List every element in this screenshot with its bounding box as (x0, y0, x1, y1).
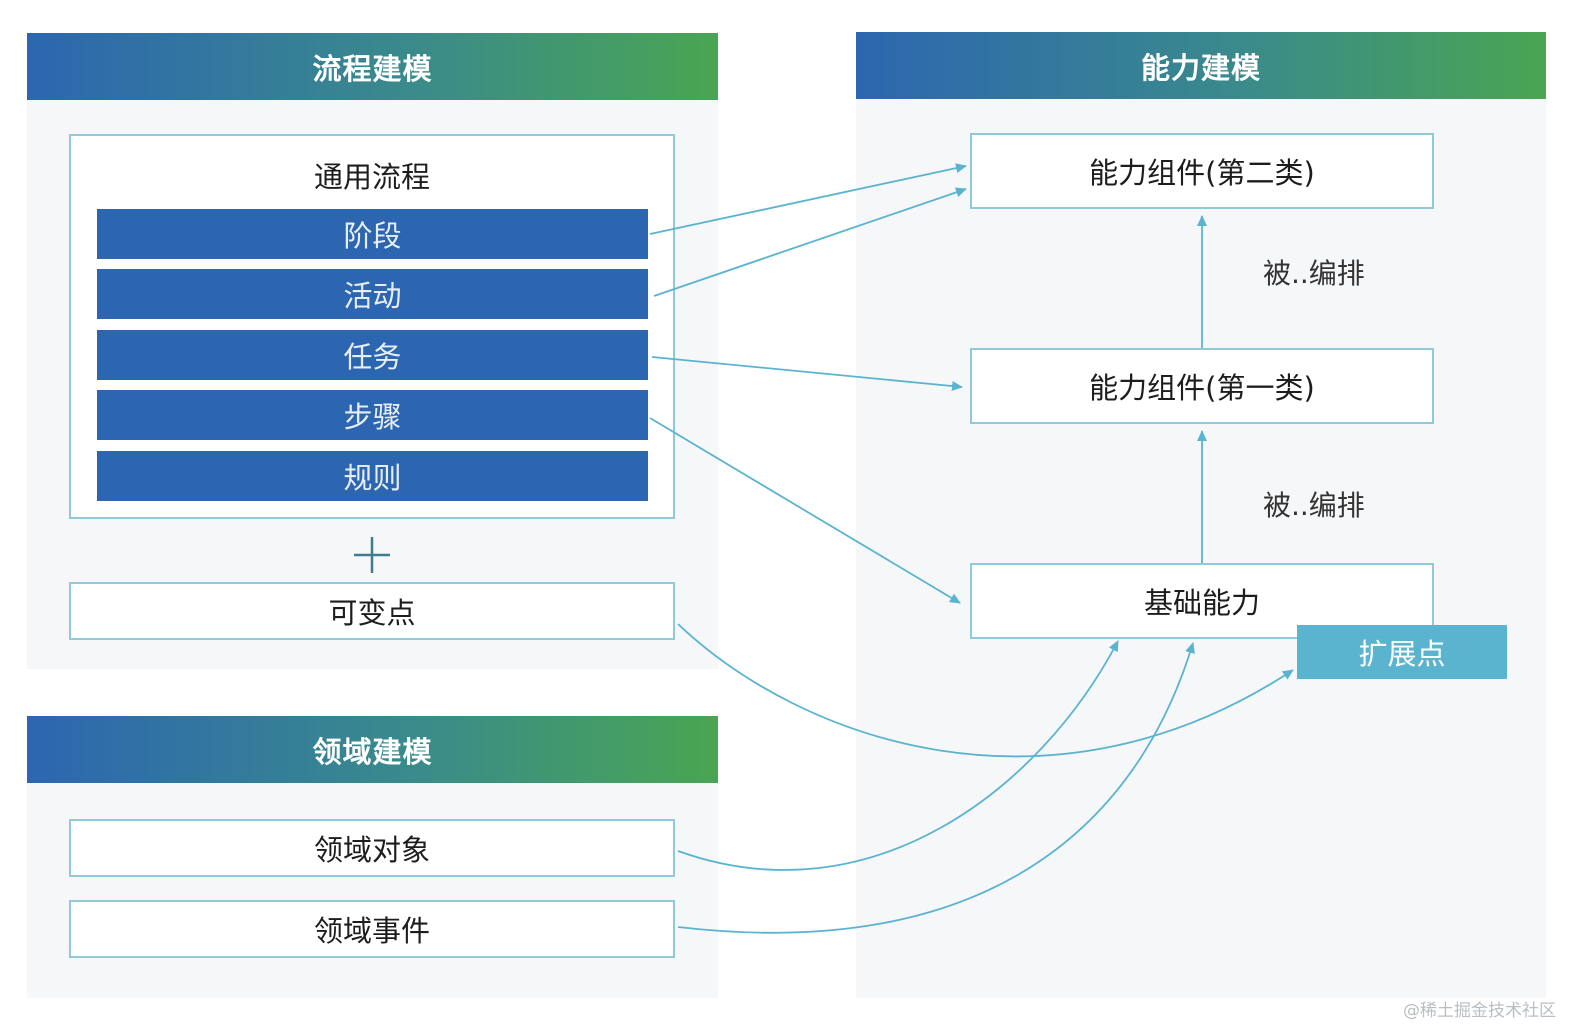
process-modeling-header: 流程建模 (27, 33, 718, 100)
flow-item-step: 步骤 (97, 390, 648, 440)
capability-component-type2-box: 能力组件(第二类) (970, 133, 1434, 209)
domain-event-box: 领域事件 (69, 900, 675, 958)
domain-modeling-header: 领域建模 (27, 716, 718, 783)
variation-point-box: 可变点 (69, 582, 675, 640)
extension-point-box: 扩展点 (1297, 625, 1507, 679)
flow-item-task: 任务 (97, 330, 648, 380)
orchestrated-label-top: 被..编排 (1263, 257, 1365, 290)
watermark: @稀土掘金技术社区 (1403, 1001, 1556, 1021)
curve-domain-object-to-base (677, 640, 1119, 871)
curve-domain-event-to-base (677, 642, 1195, 934)
general-flow-title: 通用流程 (313, 160, 430, 194)
curve-variation-to-extension (677, 623, 1294, 758)
arrow-stage-to-component2 (649, 163, 967, 235)
flow-item-activity: 活动 (97, 269, 648, 319)
arrow-step-to-base (649, 417, 961, 604)
domain-object-box: 领域对象 (69, 819, 675, 877)
capability-component-type1-box: 能力组件(第一类) (970, 348, 1434, 424)
orchestrated-label-bottom: 被..编排 (1263, 489, 1365, 522)
capability-modeling-header: 能力建模 (856, 32, 1546, 99)
arrow-activity-to-component2 (653, 187, 967, 297)
flow-item-stage: 阶段 (97, 209, 648, 259)
flow-item-rule: 规则 (97, 451, 648, 501)
plus-icon (354, 537, 390, 573)
arrow-task-to-component1 (651, 356, 963, 392)
